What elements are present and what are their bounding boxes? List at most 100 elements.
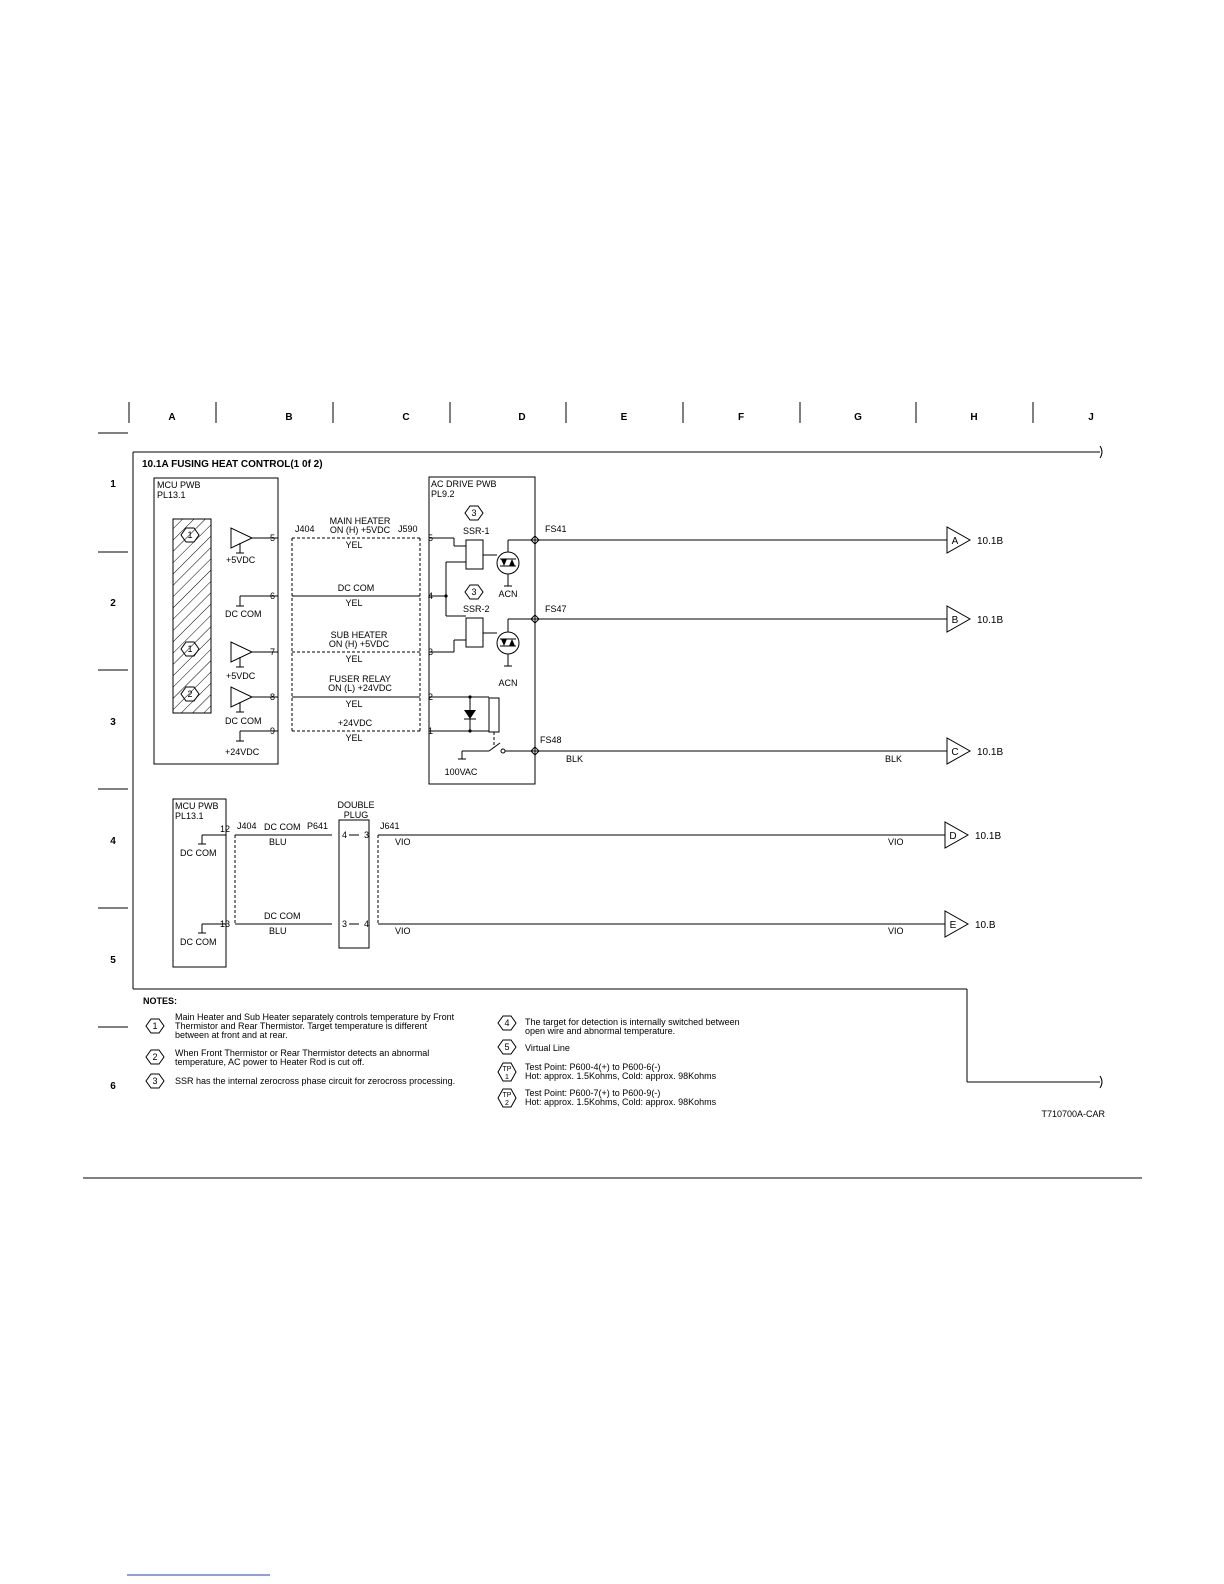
wire-color: YEL — [345, 654, 362, 664]
svg-text:D: D — [949, 831, 956, 842]
connector-label: J404 — [237, 821, 257, 831]
wire-color: VIO — [888, 837, 904, 847]
svg-text:Hot: approx. 1.5Kohms, Col: Hot: approx. 1.5Kohms, Cold: approx. 98K… — [525, 1097, 717, 1107]
row-label: 4 — [110, 836, 116, 847]
svg-text:DC COM: DC COM — [180, 848, 217, 858]
svg-text:DC COM: DC COM — [180, 937, 217, 947]
svg-text:open wire and abnormal tempera: open wire and abnormal temperature. — [525, 1026, 675, 1036]
ac-drive-ref: PL9.2 — [431, 489, 455, 499]
svg-text:3: 3 — [152, 1076, 157, 1086]
svg-text:Test Point: P600-4(+) to P600-: Test Point: P600-4(+) to P600-6(-) — [525, 1062, 660, 1072]
svg-text:Thermistor and Rear Thermistor: Thermistor and Rear Thermistor. Target t… — [175, 1021, 428, 1031]
double-plug-label: PLUG — [344, 810, 369, 820]
svg-text:A: A — [952, 536, 959, 547]
mcu-pwb-name: MCU PWB — [157, 480, 201, 490]
row-label: 1 — [110, 479, 116, 490]
svg-text:+5VDC: +5VDC — [226, 555, 256, 565]
ssr1-box — [465, 539, 484, 570]
triac-icon — [496, 631, 520, 655]
mcu-pwb-ref: PL13.1 — [157, 490, 186, 500]
connector-label: J590 — [398, 524, 418, 534]
pin-number: 4 — [364, 919, 369, 929]
vac-label: 100VAC — [445, 767, 478, 777]
note-ref-hex: 3 — [464, 584, 484, 600]
offpage-connector-a: A 10.1B — [946, 526, 1003, 554]
svg-text:4: 4 — [504, 1018, 509, 1028]
svg-text:10.1B: 10.1B — [977, 536, 1003, 547]
pin-number: 13 — [220, 919, 230, 929]
diagram-frame — [132, 445, 1103, 1089]
column-label: G — [854, 412, 862, 423]
svg-text:The target for detection is in: The target for detection is internally s… — [525, 1017, 740, 1027]
svg-text:Hot: approx. 1.5Kohms, Col: Hot: approx. 1.5Kohms, Cold: approx. 98K… — [525, 1071, 717, 1081]
svg-text:+5VDC: +5VDC — [226, 671, 256, 681]
ac-drive-name: AC DRIVE PWB — [431, 479, 497, 489]
test-point-2: TP 2 Test Point: P600-7(+) to P600-9(-) … — [497, 1088, 717, 1108]
fs-label: FS48 — [540, 735, 562, 745]
note-1: 1 Main Heater and Sub Heater separately … — [145, 1012, 455, 1040]
pin-number: 4 — [342, 830, 347, 840]
row-grid: 1 2 3 4 5 6 — [98, 432, 128, 1092]
connector-label: J641 — [380, 821, 400, 831]
wire-color: YEL — [345, 699, 362, 709]
svg-text:DC COM: DC COM — [225, 716, 262, 726]
note-ref-hex: 1 — [180, 641, 200, 657]
column-label: F — [738, 412, 744, 423]
signal-label: FUSER RELAY — [329, 674, 391, 684]
column-label: B — [285, 412, 292, 423]
row-label: 6 — [110, 1081, 116, 1092]
wire-color: BLK — [566, 754, 583, 764]
column-label: E — [621, 412, 628, 423]
svg-text:Main Heater and Sub Heater sep: Main Heater and Sub Heater separately co… — [175, 1012, 455, 1022]
pin-number: 3 — [364, 830, 369, 840]
svg-text:1: 1 — [505, 1074, 509, 1081]
note-4: 4 The target for detection is internally… — [497, 1015, 740, 1036]
hatched-block — [172, 518, 212, 714]
row-label: 5 — [110, 955, 116, 966]
svg-text:between at front and at rear.: between at front and at rear. — [175, 1030, 288, 1040]
offpage-connector-c: C 10.1B — [946, 737, 1003, 765]
svg-text:SSR has the internal zerocross: SSR has the internal zerocross phase cir… — [175, 1076, 455, 1086]
wire-color: BLU — [269, 837, 287, 847]
harness-bottom: J404 DC COM P641 BLU DC COM BLU DOUBLE P… — [234, 800, 945, 949]
svg-text:Test Point: P600-7(+) to P600-: Test Point: P600-7(+) to P600-9(-) — [525, 1088, 660, 1098]
acn-label: ACN — [498, 589, 517, 599]
mcu-pwb-ref: PL13.1 — [175, 811, 204, 821]
note-ref-hex: 1 — [180, 527, 200, 543]
svg-text:C: C — [951, 747, 958, 758]
pin-number: 7 — [270, 647, 275, 657]
svg-text:2: 2 — [505, 1100, 509, 1107]
double-plug-label: DOUBLE — [337, 800, 374, 810]
svg-text:+24VDC: +24VDC — [225, 747, 260, 757]
signal-label: ON (H) +5VDC — [330, 525, 391, 535]
output-lines: FS41 FS47 FS48 BLK BLK — [530, 524, 947, 764]
offpage-connector-d: D 10.1B — [944, 821, 1001, 849]
wire-color: YEL — [345, 598, 362, 608]
column-label: D — [518, 412, 525, 423]
offpage-connector-e: E 10.B — [944, 910, 996, 938]
harness-top: J404 J590 MAIN HEATER ON (H) +5VDC YEL D… — [291, 516, 421, 743]
note-5: 5 Virtual Line — [497, 1039, 570, 1055]
svg-text:E: E — [950, 920, 957, 931]
signal-label: DC COM — [338, 583, 375, 593]
double-plug — [338, 819, 370, 949]
column-label: A — [168, 412, 175, 423]
svg-text:B: B — [952, 615, 959, 626]
note-ref-hex: 3 — [464, 505, 484, 521]
column-grid: A B C D E F G H J — [128, 402, 1094, 423]
svg-text:Virtual Line: Virtual Line — [525, 1043, 570, 1053]
driver-triangle — [230, 686, 254, 708]
mcu-pwb-top: MCU PWB PL13.1 1 1 2 +5VDC DC COM +5VDC — [153, 477, 279, 765]
triac-icon — [496, 551, 520, 575]
svg-text:TP: TP — [503, 1092, 512, 1099]
diode-icon — [464, 710, 476, 719]
mcu-pwb-name: MCU PWB — [175, 801, 219, 811]
acn-label: ACN — [498, 678, 517, 688]
ssr2-box — [465, 617, 484, 648]
svg-text:1: 1 — [152, 1021, 157, 1031]
fs-label: FS41 — [545, 524, 567, 534]
signal-label: MAIN HEATER — [330, 516, 391, 526]
wire-color: YEL — [345, 733, 362, 743]
offpage-connector-b: B 10.1B — [946, 605, 1003, 633]
